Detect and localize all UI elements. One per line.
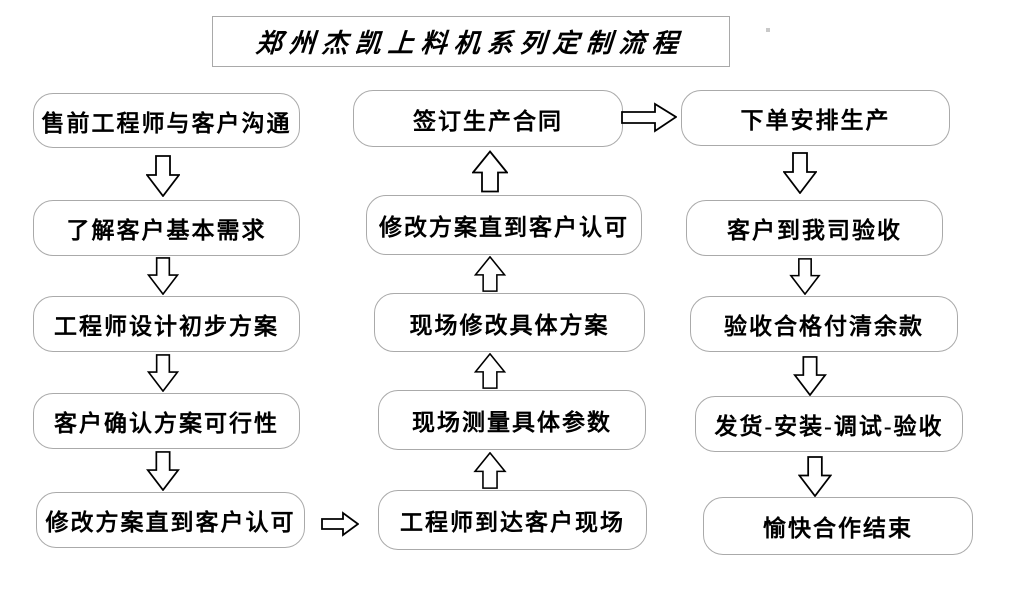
down-arrow-icon [798, 456, 832, 497]
flow-step-sign-contract: 签订生产合同 [353, 90, 623, 147]
flow-step-understand-needs: 了解客户基本需求 [33, 200, 300, 256]
flow-step-confirm-feasibility: 客户确认方案可行性 [33, 393, 300, 449]
flowchart-title-box: 郑州杰凯上料机系列定制流程 [212, 16, 730, 67]
flow-step-label: 下单安排生产 [740, 108, 891, 133]
flow-step-label: 修改方案直到客户认可 [45, 510, 296, 535]
down-arrow-icon [783, 152, 817, 194]
flow-step-label: 现场修改具体方案 [409, 312, 610, 338]
flow-step-presale-communication: 售前工程师与客户沟通 [33, 93, 300, 148]
flow-step-label: 客户到我司验收 [727, 218, 902, 243]
flow-step-onsite-measure-params: 现场测量具体参数 [378, 390, 646, 450]
flow-step-label: 发货-安装-调试-验收 [714, 414, 944, 439]
flow-step-label: 签订生产合同 [413, 108, 563, 134]
flow-step-place-order-production: 下单安排生产 [681, 90, 950, 146]
flow-step-pay-balance: 验收合格付清余款 [690, 296, 958, 352]
down-arrow-icon [789, 258, 821, 295]
up-arrow-icon [472, 150, 508, 193]
flow-step-label: 验收合格付清余款 [724, 314, 924, 339]
flow-step-label: 客户确认方案可行性 [54, 411, 279, 436]
flow-step-revise-until-approved-1: 修改方案直到客户认可 [36, 492, 305, 548]
flow-step-label: 工程师到达客户现场 [400, 510, 625, 535]
flowchart-title: 郑州杰凯上料机系列定制流程 [255, 29, 687, 58]
flow-step-label: 修改方案直到客户认可 [379, 215, 629, 240]
flow-step-happy-cooperation-end: 愉快合作结束 [703, 497, 973, 555]
flow-step-initial-design: 工程师设计初步方案 [33, 296, 300, 352]
stray-dot [766, 28, 770, 32]
down-arrow-icon [146, 451, 180, 491]
flow-step-customer-inspection: 客户到我司验收 [686, 200, 943, 256]
up-arrow-icon [473, 452, 507, 489]
flow-step-engineer-arrives-site: 工程师到达客户现场 [378, 490, 647, 550]
flow-step-onsite-modify-plan: 现场修改具体方案 [374, 293, 645, 352]
flow-step-label: 现场测量具体参数 [412, 410, 612, 435]
flow-step-label: 工程师设计初步方案 [54, 314, 279, 339]
flow-step-revise-until-approved-2: 修改方案直到客户认可 [366, 195, 642, 255]
flow-step-label: 了解客户基本需求 [66, 218, 267, 243]
down-arrow-icon [146, 354, 180, 392]
down-arrow-icon [793, 356, 827, 396]
up-arrow-icon [473, 353, 507, 389]
flow-step-ship-install-debug-accept: 发货-安装-调试-验收 [695, 396, 963, 452]
down-arrow-icon [146, 155, 180, 197]
up-arrow-icon [473, 256, 507, 292]
right-arrow-icon [621, 102, 677, 133]
down-arrow-icon [146, 257, 180, 295]
flow-step-label: 售前工程师与客户沟通 [41, 110, 292, 136]
right-arrow-icon [321, 511, 359, 537]
flow-step-label: 愉快合作结束 [763, 516, 913, 541]
